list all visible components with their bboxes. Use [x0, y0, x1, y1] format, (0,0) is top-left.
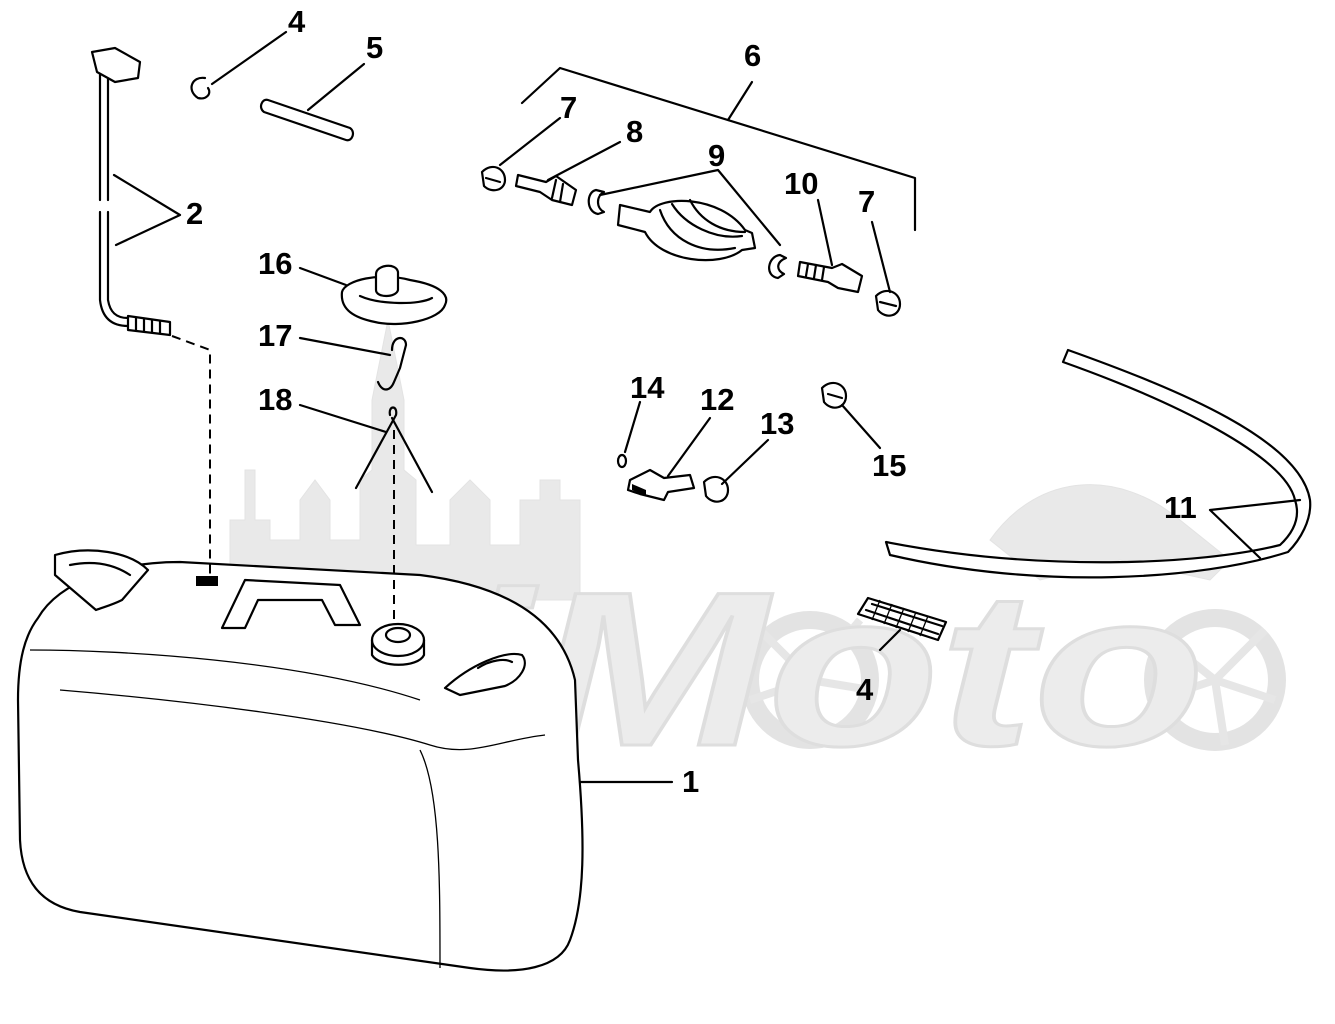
filler-cap [340, 264, 448, 326]
callout-6: 6 [744, 38, 761, 73]
rod [259, 98, 355, 142]
hose-filter-sleeve [856, 596, 948, 642]
callout-4-top: 4 [288, 4, 306, 39]
callout-11: 11 [1164, 490, 1197, 525]
cap-chain-hook [376, 337, 408, 391]
hose-clamp-left [480, 165, 507, 192]
callout-18: 18 [258, 382, 292, 417]
callout-12: 12 [700, 382, 734, 417]
fuel-connector-fitting [514, 173, 578, 207]
vent-fitting-hole [196, 576, 218, 586]
hose-clamp-right [874, 289, 902, 317]
callout-13: 13 [760, 406, 794, 441]
callout-14: 14 [630, 370, 665, 405]
fuel-tank [16, 549, 584, 972]
callout-15: 15 [872, 448, 906, 483]
callout-4-right: 4 [856, 672, 874, 707]
vent-clip [190, 76, 211, 100]
primer-assembly-bracket [520, 66, 917, 232]
retaining-wire [354, 406, 434, 620]
callout-7-right: 7 [858, 184, 875, 219]
check-valve-fitting [796, 260, 864, 294]
callout-17: 17 [258, 318, 292, 353]
callout-7-left: 7 [560, 90, 577, 125]
callout-9: 9 [708, 138, 725, 173]
callout-labels: 1 2 4 4 5 6 7 7 8 9 10 11 12 13 14 15 16… [186, 4, 1197, 799]
hose-clamp-small [820, 381, 848, 409]
callout-8: 8 [626, 114, 643, 149]
callout-2: 2 [186, 196, 203, 231]
fuel-pickup-tube [90, 46, 211, 575]
o-ring [616, 453, 628, 469]
leader-lines [112, 30, 1302, 784]
callout-1: 1 [682, 764, 699, 799]
watermark-motorcycle [741, 484, 1286, 751]
callout-10: 10 [784, 166, 818, 201]
callout-16: 16 [258, 246, 292, 281]
fuel-shutoff-valve [626, 468, 696, 502]
callout-5: 5 [366, 30, 383, 65]
fuel-hose [884, 348, 1312, 579]
watermark-skyline [229, 319, 581, 601]
primer-bulb [587, 188, 788, 280]
